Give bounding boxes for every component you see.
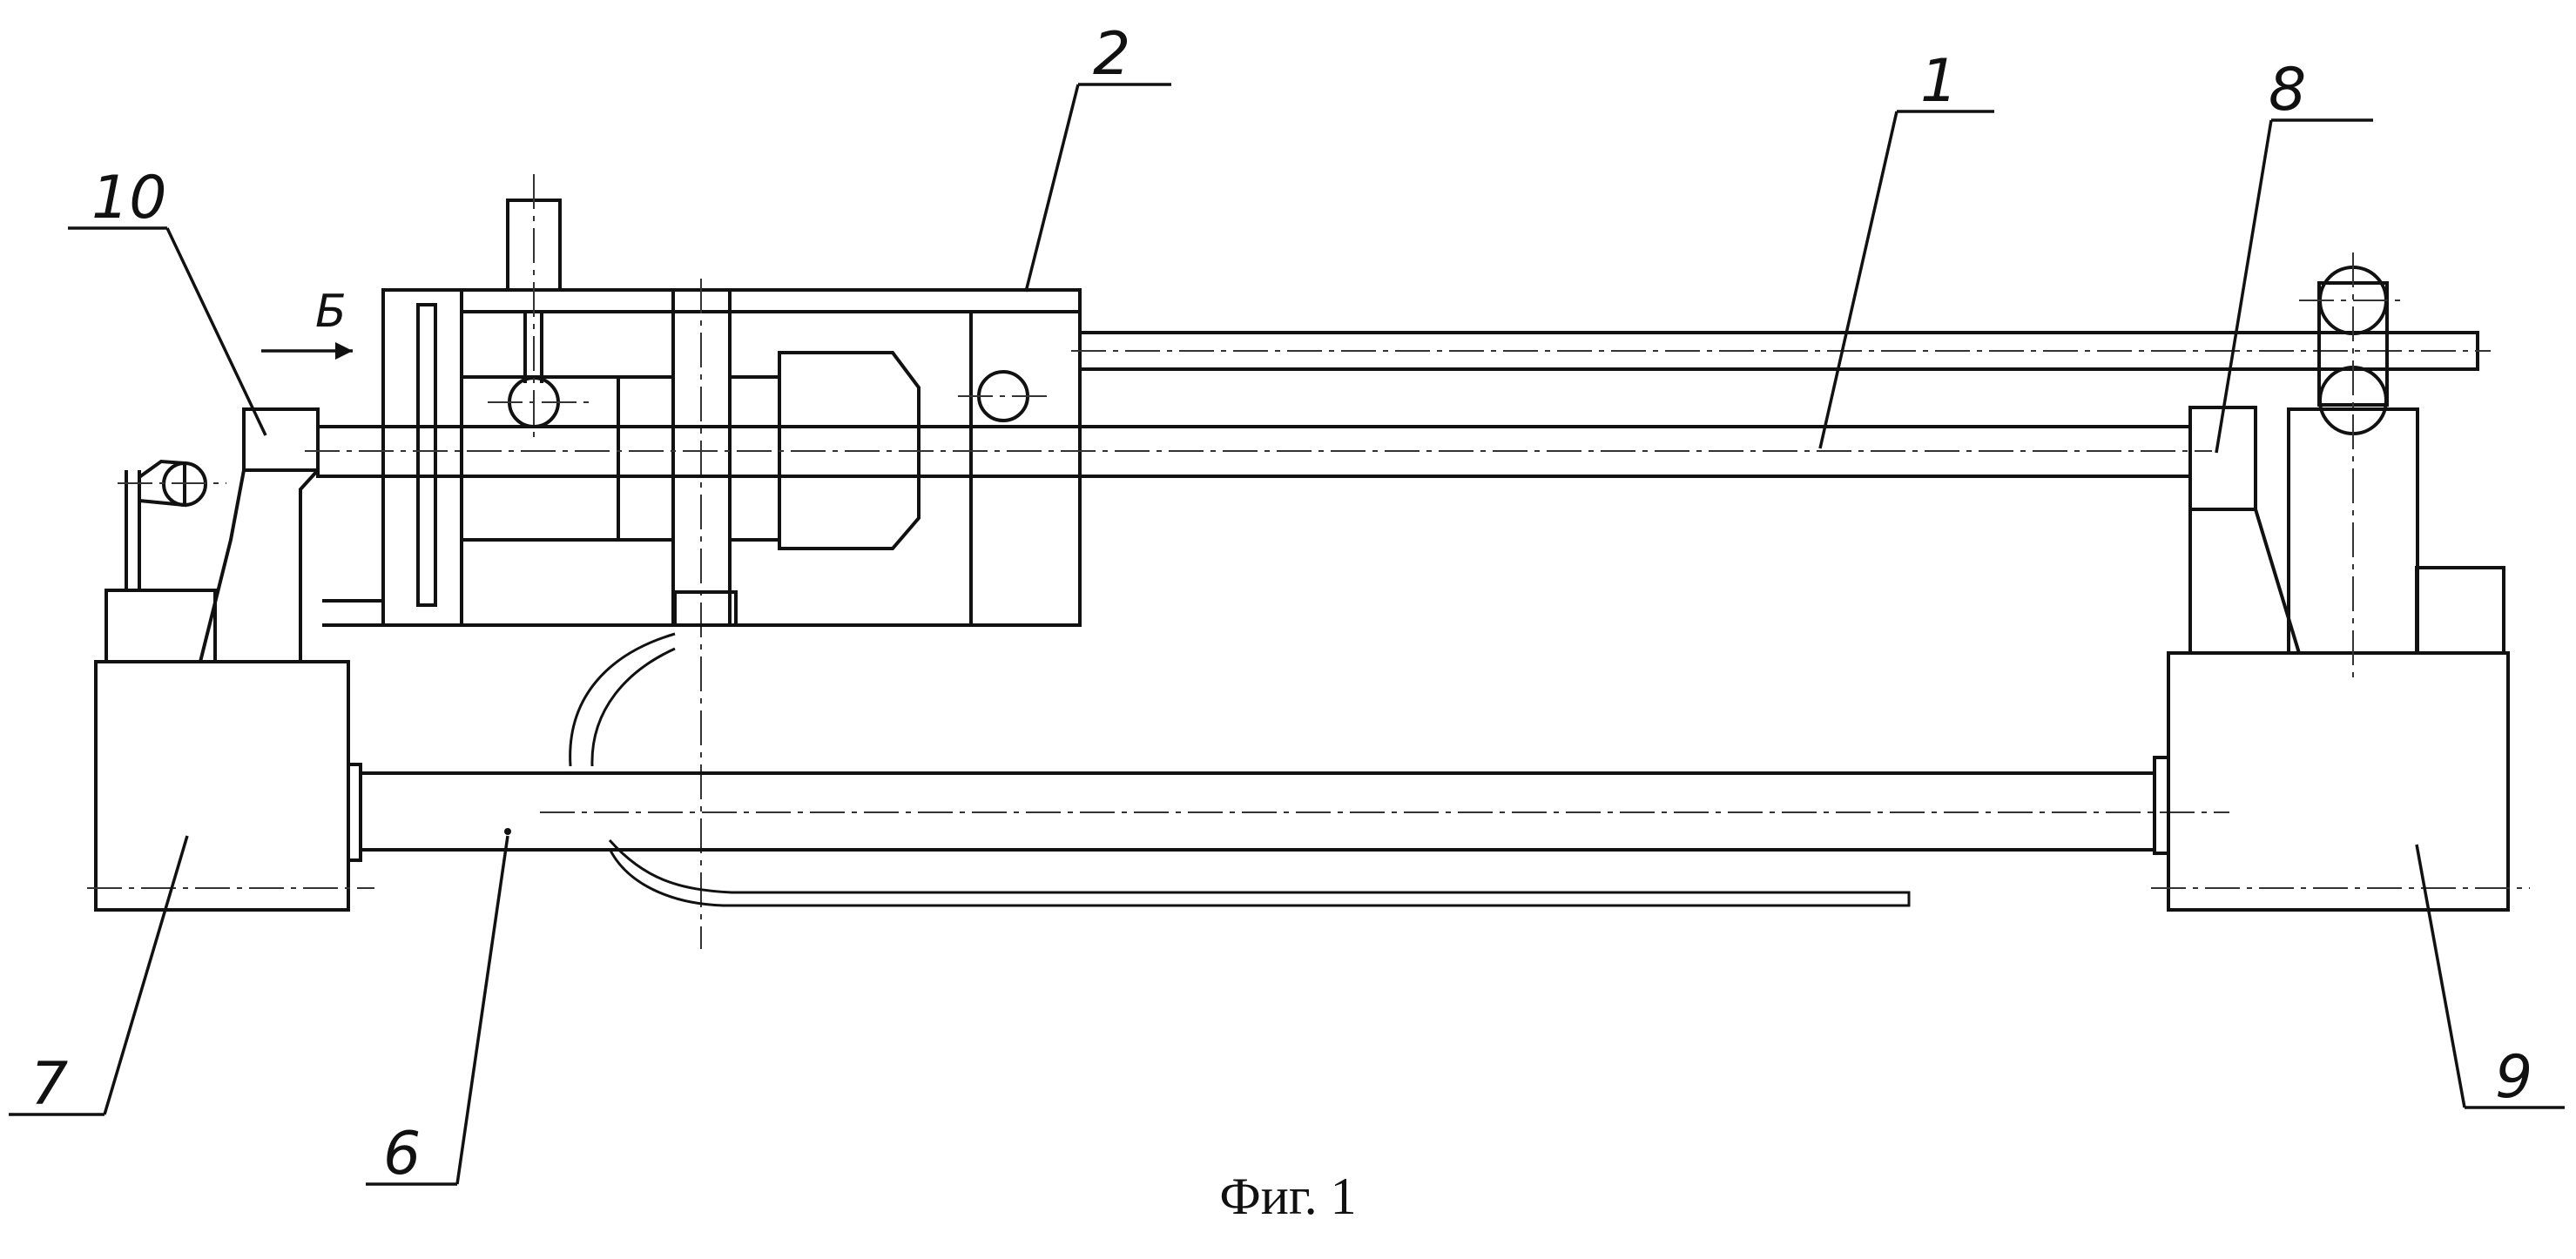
callout-2: 2 (1093, 20, 1130, 89)
right-base-block (2151, 566, 2530, 912)
bent-hose (569, 590, 1911, 907)
leader-lines (9, 83, 2565, 1186)
callout-7: 7 (30, 1050, 68, 1119)
callout-labels: 10 2 1 8 7 6 9 (30, 20, 2532, 1188)
callout-1: 1 (1920, 47, 1958, 116)
callout-8: 9 (2495, 1043, 2532, 1112)
right-column (2287, 252, 2419, 679)
callout-6: 6 (383, 1120, 421, 1188)
carriage-2 (322, 174, 1082, 949)
support-10 (2188, 406, 2302, 655)
figure-caption: Фиг. 1 (1219, 1168, 1357, 1225)
left-base-block (87, 660, 374, 912)
view-letter: Б (315, 286, 347, 338)
left-pedestal (105, 459, 226, 663)
support-9 (198, 407, 320, 663)
callout-9: 10 (91, 164, 167, 232)
lower-shaft-6 (359, 771, 2229, 852)
upper-rod (1071, 331, 2491, 371)
callout-10: 8 (2269, 56, 2306, 125)
guide-rail-1 (305, 425, 2212, 478)
view-arrow: Б (261, 286, 353, 360)
